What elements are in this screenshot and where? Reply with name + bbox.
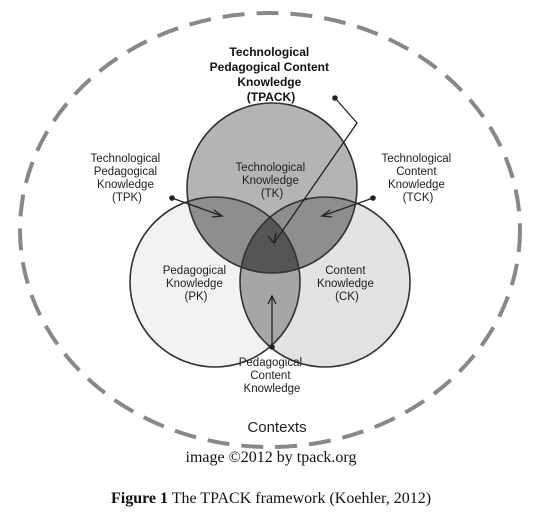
tpk-label-line: Pedagogical [94,166,157,178]
tpack-label-line: (TPACK) [247,90,295,104]
contexts-boundary [18,11,522,449]
leader-lines [171,97,374,347]
tpk-label: Technological Pedagogical Knowledge (TPK… [91,153,164,204]
pk-label-line: (PK) [185,291,208,303]
tpack-label-line: Pedagogical Content [210,60,329,74]
tck-dot [370,195,376,201]
tck-label-line: Knowledge [388,179,445,191]
tpack-label-line: Knowledge [237,75,301,89]
ck-outline [239,196,411,368]
tpack-dot [332,95,338,101]
ck-label-line: (CK) [335,291,359,303]
tpk-label-line: (TPK) [112,192,142,204]
pck-label-line: Pedagogical [239,357,302,369]
pck-label: Pedagogical Content Knowledge [239,357,306,395]
tk-label: Technological Knowledge (TK) [236,162,309,200]
ck-label: Content Knowledge (CK) [317,265,377,303]
tck-label-line: Technological [382,153,452,165]
ck-label-line: Knowledge [317,278,374,290]
tpk-label-line: Knowledge [97,179,154,191]
tck-label-line: (TCK) [403,192,434,204]
image-credit: image ©2012 by tpack.org [185,449,357,466]
tk-label-line: Knowledge [242,175,299,187]
pk-label-line: Pedagogical [163,265,226,277]
pk-outline [129,196,301,368]
tpack-overlap [240,197,300,273]
tpk-label-line: Technological [91,153,161,165]
pck-label-line: Content [250,370,291,382]
pck-label-line: Knowledge [244,383,301,395]
tk-label-line: (TK) [261,188,284,200]
contexts-label: Contexts [247,419,306,436]
pk-label: Pedagogical Knowledge (PK) [163,265,230,303]
tk-outline [186,102,358,274]
tck-label-line: Content [396,166,437,178]
tk-label-line: Technological [236,162,306,174]
ck-label-line: Content [325,265,366,277]
pk-label-line: Knowledge [166,278,223,290]
figure-caption-text: The TPACK framework (Koehler, 2012) [168,490,432,507]
tck-label: Technological Content Knowledge (TCK) [382,153,455,204]
figure-caption: Figure 1 The TPACK framework (Koehler, 2… [0,490,542,508]
pck-dot [269,344,275,350]
tpk-dot [169,195,175,201]
tpack-label: Technological Pedagogical Content Knowle… [210,45,333,104]
tpack-label-line: Technological [229,45,309,59]
figure-number: Figure 1 [110,490,168,507]
